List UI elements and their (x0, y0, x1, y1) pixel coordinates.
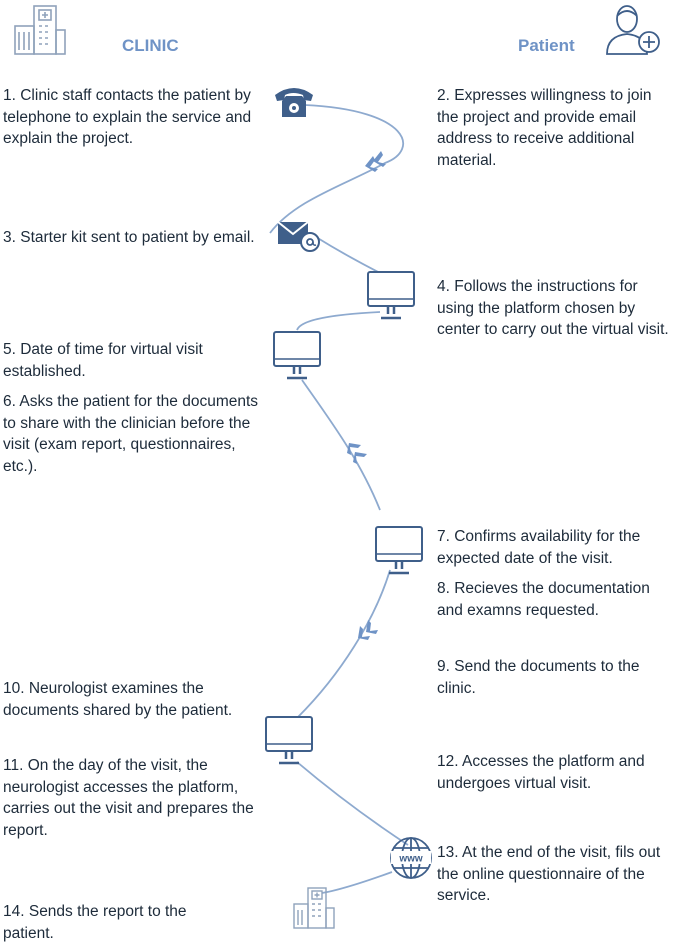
monitor-icon (367, 271, 415, 320)
step-14-text: 14. Sends the report to the patient. (3, 903, 187, 942)
monitor-icon (265, 716, 313, 765)
email-icon (277, 221, 320, 252)
step-5-text: 5. Date of time for virtual visit establ… (3, 341, 203, 380)
telephone-icon (275, 88, 313, 117)
step-10-text: 10. Neurologist examines the documents s… (3, 680, 233, 719)
www-label: www (398, 854, 423, 865)
clinic-building-icon (293, 887, 335, 929)
clinic-building-icon (14, 5, 66, 55)
monitor-icon (273, 331, 321, 380)
arrowhead-2 (347, 443, 367, 464)
step-6-text: 6. Asks the patient for the documents to… (3, 393, 259, 475)
step-9-text: 9. Send the documents to the clinic. (437, 658, 640, 697)
step-7-text: 7. Confirms availability for the expecte… (437, 528, 641, 567)
step-4-text: 4. Follows the instructions for using th… (437, 278, 669, 338)
arrowhead-1 (365, 151, 386, 172)
step-1-text: 1. Clinic staff contacts the patient by … (3, 87, 252, 147)
step-8-text: 8. Recieves the documentation and examns… (437, 580, 650, 619)
patient-header: Patient (518, 36, 575, 55)
step-12-text: 12. Accesses the platform and undergoes … (437, 753, 645, 792)
step-13-text: 13. At the end of the visit, fils out th… (437, 844, 661, 904)
step-3-text: 3. Starter kit sent to patient by email. (3, 229, 255, 246)
step-11-text: 11. On the day of the visit, the neurolo… (3, 757, 254, 839)
arrowhead-3 (358, 620, 378, 640)
patient-add-icon (606, 5, 660, 55)
www-globe-icon: www (390, 837, 432, 879)
monitor-icon (375, 526, 423, 575)
step-2-text: 2. Expresses willingness to join the pro… (437, 87, 652, 169)
clinic-header: CLINIC (122, 36, 179, 55)
